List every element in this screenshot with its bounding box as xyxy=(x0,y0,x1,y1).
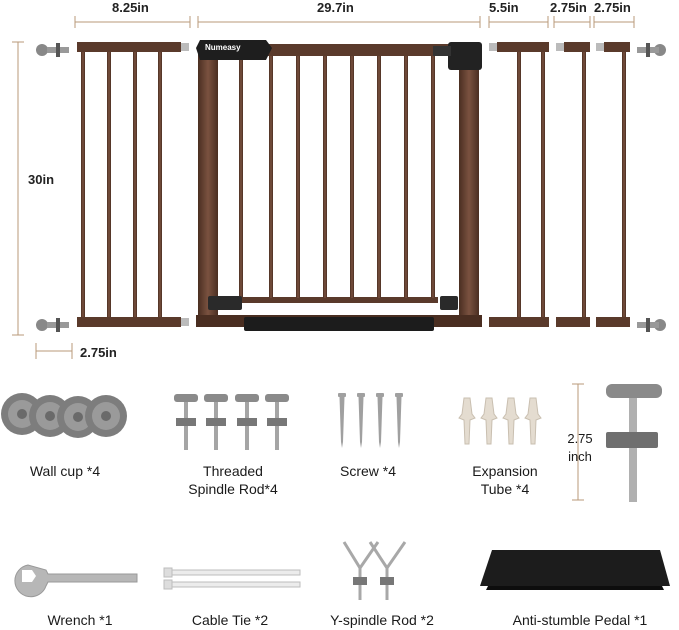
dim-rod-length: 2.75 inch xyxy=(567,431,593,464)
main-gate: Numeasy xyxy=(196,40,482,327)
extension-8-25 xyxy=(77,42,189,327)
dimension-lines xyxy=(12,16,635,501)
threaded-rod-icon xyxy=(174,394,289,450)
dim-gate-width: 29.7in xyxy=(317,0,354,15)
wall-spindle-left-bottom xyxy=(36,318,69,332)
label-screw: Screw *4 xyxy=(339,463,397,479)
expansion-tube-icon xyxy=(458,397,542,445)
dim-ext-2-75-b: 2.75in xyxy=(594,0,631,15)
dim-extension-left: 8.25in xyxy=(112,0,149,15)
label-wrench: Wrench *1 xyxy=(47,612,113,628)
y-rod-icon xyxy=(342,541,407,600)
extension-2-75-b xyxy=(596,42,630,327)
brand-logo: Numeasy xyxy=(205,43,241,52)
label-y-rod: Y-spindle Rod *2 xyxy=(330,612,434,628)
dim-ext-5-5: 5.5in xyxy=(489,0,519,15)
dim-height: 30in xyxy=(28,172,55,187)
label-cable-tie: Cable Tie *2 xyxy=(191,612,269,628)
wrench-icon xyxy=(14,564,138,598)
pedal-icon xyxy=(480,550,670,590)
wall-spindle-left-top xyxy=(36,43,69,57)
wall-cup-icon xyxy=(1,393,127,438)
extension-5-5 xyxy=(489,42,549,327)
extension-2-75-a xyxy=(556,42,590,327)
dim-ext-2-75-a: 2.75in xyxy=(550,0,587,15)
label-expansion-tube: Expansion Tube *4 xyxy=(472,463,538,497)
gate-pedal xyxy=(244,317,434,331)
label-threaded-rod: Threaded Spindle Rod*4 xyxy=(188,463,278,497)
wall-spindle-right-bottom xyxy=(637,318,666,332)
label-pedal: Anti-stumble Pedal *1 xyxy=(512,612,648,628)
spindle-rod-large-icon xyxy=(606,384,662,502)
cable-tie-icon xyxy=(163,567,301,590)
wall-spindle-right-top xyxy=(637,43,666,57)
label-wall-cup: Wall cup *4 xyxy=(29,463,101,479)
dim-wall-spacing: 2.75in xyxy=(80,345,117,360)
screw-icon xyxy=(338,393,403,448)
